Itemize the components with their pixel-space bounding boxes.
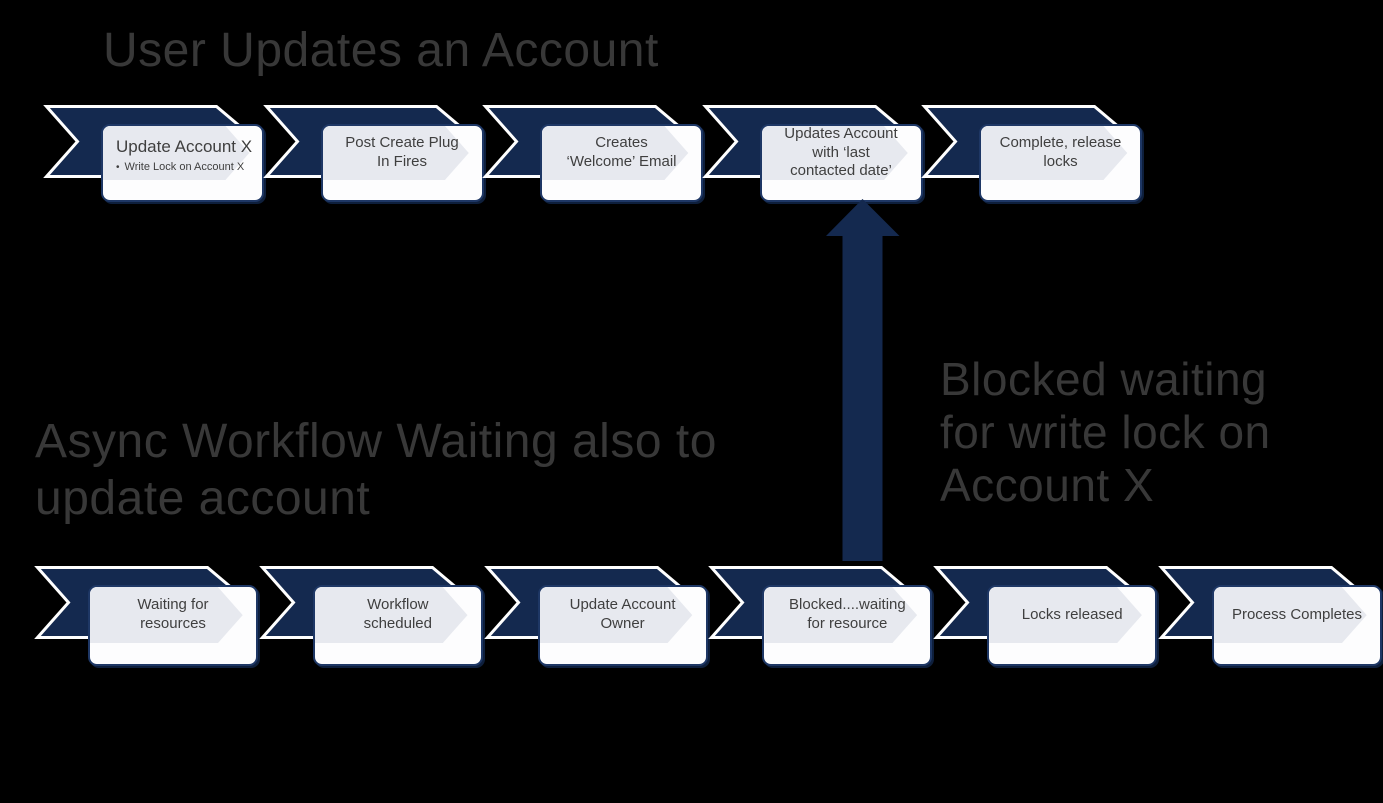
- step-box: Waiting for resources: [88, 585, 258, 666]
- process-step: Locks released: [933, 566, 1158, 668]
- step-label: Process Completes: [1231, 605, 1363, 623]
- process-step: Blocked....waiting for resource: [708, 566, 933, 668]
- step-box: Complete, release locks: [979, 124, 1142, 202]
- box-arrow-watermark-icon: [314, 587, 468, 644]
- step-box: Update Account Owner: [537, 585, 708, 666]
- box-arrow-watermark-icon: [103, 126, 250, 181]
- process-step: Waiting for resources: [34, 566, 258, 668]
- step-bullet-text: Write Lock on Account X: [124, 161, 245, 173]
- step-box: Locks released: [987, 585, 1158, 666]
- process-step: Workflow scheduled: [258, 566, 483, 668]
- title-async-workflow: Async Workflow Waiting also to update ac…: [35, 415, 717, 525]
- box-arrow-watermark-icon: [1214, 587, 1367, 644]
- box-arrow-watermark-icon: [761, 126, 908, 181]
- step-box: Process Completes: [1212, 585, 1382, 666]
- step-label: Locks released: [1021, 605, 1123, 623]
- step-bullet-item: • Write Lock on Account X: [116, 161, 262, 173]
- box-arrow-watermark-icon: [322, 126, 469, 181]
- step-label: Blocked....waiting for resource: [789, 596, 906, 633]
- step-label: Creates ‘Welcome’ Email: [566, 134, 677, 170]
- box-arrow-watermark-icon: [90, 587, 243, 644]
- step-label: Update Account X: [116, 137, 253, 156]
- step-box: Creates ‘Welcome’ Email: [540, 124, 703, 202]
- step-label: Post Create Plug In Fires: [345, 134, 459, 170]
- process-step: Updates Account with ‘last contacted dat…: [701, 105, 923, 207]
- step-box: Workflow scheduled: [312, 585, 483, 666]
- step-label: Updates Account with ‘last contacted dat…: [784, 124, 898, 180]
- blocked-waiting-annotation: Blocked waiting for write lock on Accoun…: [940, 353, 1271, 511]
- step-box: Post Create Plug In Fires: [320, 124, 484, 202]
- box-arrow-watermark-icon: [539, 587, 693, 644]
- bullet-dot-icon: •: [116, 162, 120, 173]
- step-box: Blocked....waiting for resource: [762, 585, 933, 666]
- process-step: Post Create Plug In Fires: [262, 105, 484, 207]
- step-label: Update Account Owner: [569, 596, 676, 633]
- box-arrow-watermark-icon: [764, 587, 918, 644]
- blocked-up-arrow-icon: [826, 199, 900, 561]
- box-arrow-watermark-icon: [981, 126, 1128, 181]
- process-step: Process Completes: [1158, 566, 1382, 668]
- step-label: Workflow scheduled: [363, 596, 432, 633]
- process-step: Complete, release locks: [921, 105, 1142, 207]
- title-user-updates-account: User Updates an Account: [103, 24, 659, 77]
- process-step: Update Account X • Write Lock on Account X: [43, 105, 264, 207]
- box-arrow-watermark-icon: [542, 126, 689, 181]
- process-step: Update Account Owner: [483, 566, 708, 668]
- step-box: Update Account X • Write Lock on Account X: [101, 124, 264, 202]
- step-box: Updates Account with ‘last contacted dat…: [759, 124, 923, 202]
- process-step: Creates ‘Welcome’ Email: [482, 105, 703, 207]
- step-label: Complete, release locks: [999, 134, 1122, 170]
- step-label: Waiting for resources: [137, 596, 209, 633]
- box-arrow-watermark-icon: [989, 587, 1142, 644]
